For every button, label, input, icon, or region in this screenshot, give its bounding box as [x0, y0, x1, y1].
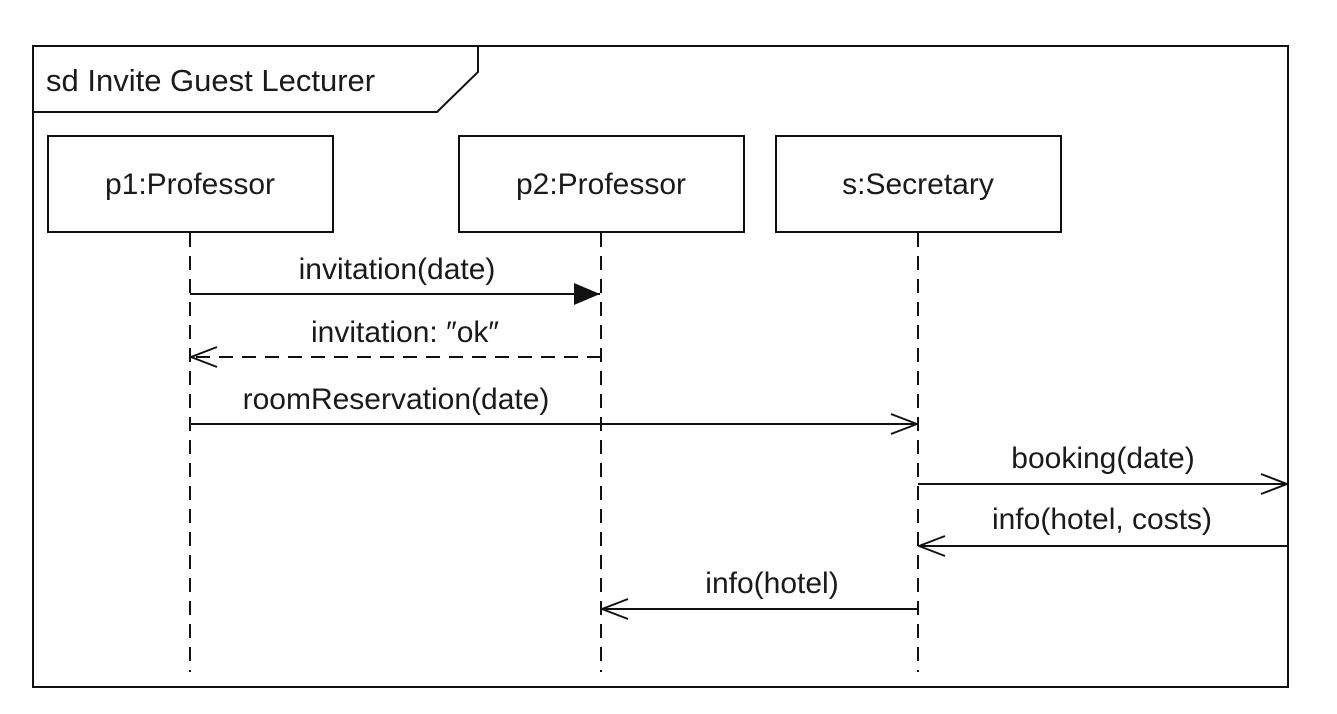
message-label-info-hotel: info(hotel)	[705, 567, 838, 600]
diagram-frame	[32, 45, 1289, 688]
lifeline-head-p2	[458, 135, 745, 233]
message-invitation-reply: invitation: ″ok″	[191, 316, 601, 357]
lifeline-head-p1	[47, 135, 334, 233]
message-label-invitation: invitation(date)	[299, 253, 496, 286]
lifeline-p2: p2:Professor	[458, 135, 745, 672]
message-label-invitation-reply: invitation: ″ok″	[311, 316, 499, 349]
lifeline-s: s:Secretary	[775, 135, 1062, 672]
message-label-room-reservation: roomReservation(date)	[243, 383, 550, 416]
message-label-booking: booking(date)	[1011, 442, 1194, 475]
message-info-hotel: info(hotel)	[602, 567, 918, 609]
message-label-info-hotel-costs: info(hotel, costs)	[992, 503, 1212, 536]
frame-title: sd Invite Guest Lecturer	[46, 63, 375, 98]
message-booking: booking(date)	[918, 442, 1287, 484]
message-invitation: invitation(date)	[190, 253, 600, 305]
lifeline-label-p1: p1:Professor	[105, 168, 275, 201]
lifeline-p1: p1:Professor	[47, 135, 334, 672]
lifeline-label-p2: p2:Professor	[516, 168, 686, 201]
frame-title-pentagon	[33, 46, 479, 113]
lifeline-head-s	[775, 135, 1062, 233]
message-info-hotel-costs: info(hotel, costs)	[919, 503, 1287, 546]
lifeline-label-s: s:Secretary	[842, 168, 994, 201]
message-room-reservation: roomReservation(date)	[190, 383, 917, 424]
